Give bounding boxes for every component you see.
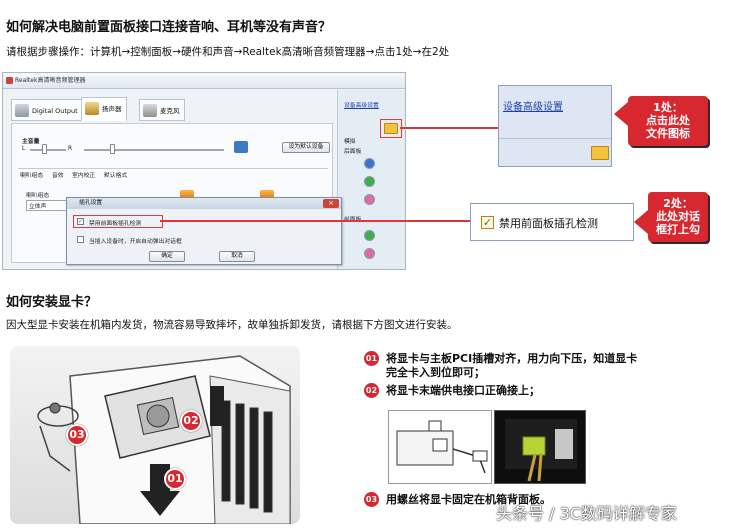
- jack-pink-icon[interactable]: [364, 194, 375, 205]
- microphone-icon: [143, 104, 157, 117]
- tab-microphone[interactable]: 麦克风: [139, 99, 185, 121]
- dialog-titlebar: 插孔设置: [67, 198, 341, 209]
- tag1-num: 1处：: [653, 101, 683, 114]
- balance-slider[interactable]: [42, 144, 47, 154]
- speaker-icon: [85, 102, 99, 115]
- dialog-title: 插孔设置: [79, 200, 103, 206]
- subtab-divider: [18, 168, 328, 169]
- step1-line2: 完全卡入到位即可；: [386, 366, 485, 379]
- tag-1: 1处： 点击此处 文件图标: [628, 96, 708, 146]
- step3-number: 03: [364, 492, 379, 507]
- callout2-label: 禁用前面板插孔检测: [499, 217, 598, 230]
- step2-number: 02: [364, 383, 379, 398]
- digital-output-icon: [15, 104, 29, 117]
- disable-front-jack-label: 禁用前面板插孔检测: [89, 221, 142, 227]
- front-jack-green-icon[interactable]: [364, 230, 375, 241]
- callout-2: ✓ 禁用前面板插孔检测: [470, 203, 634, 241]
- power-connector-diagram: [388, 410, 492, 484]
- folder-icon[interactable]: [384, 123, 398, 134]
- auto-popup-checkbox[interactable]: [77, 236, 84, 243]
- volume-track: [84, 149, 224, 151]
- step3-text: 用螺丝将显卡固定在机箱背面板。: [386, 493, 551, 506]
- volume-speaker-icon[interactable]: [234, 141, 248, 153]
- tag2-line1: 此处对话: [656, 210, 700, 223]
- disable-front-jack-checkbox[interactable]: ✓: [77, 218, 84, 225]
- subtab-room-correction[interactable]: 室内校正: [72, 173, 96, 179]
- badge-03: 03: [66, 424, 88, 446]
- main-volume-label: 主音量: [22, 139, 40, 145]
- analog-label: 模拟: [344, 139, 356, 145]
- tag2-line2: 框打上勾: [656, 223, 700, 236]
- tag1-line2: 文件图标: [646, 127, 690, 140]
- highlight-box-2: [73, 215, 163, 228]
- balance-track: [30, 149, 66, 151]
- speaker-config-label: 喇叭组态: [26, 193, 50, 199]
- pc-case-drawing: [37, 355, 291, 524]
- window-titlebar: Realtek高清晰音频管理器: [3, 73, 405, 89]
- highlight-box-1: [380, 119, 402, 138]
- callout1-folder-icon: [591, 146, 609, 160]
- tag2-num: 2处：: [663, 197, 693, 210]
- connector-drawing: [396, 420, 488, 474]
- tag2-arrow: [634, 210, 648, 234]
- balance-left-label: L: [22, 146, 26, 152]
- auto-popup-label: 当插入设备时，开启自动弹出对话框: [89, 239, 182, 245]
- badge-01: 01: [164, 468, 186, 490]
- balance-right-label: R: [68, 146, 73, 152]
- dialog-cancel-button[interactable]: 取消: [219, 251, 255, 262]
- power-connector-photo: [494, 410, 586, 484]
- step2-text: 将显卡末端供电接口正确接上；: [386, 384, 540, 397]
- tab-digital-output[interactable]: Digital Output: [11, 99, 83, 121]
- tag1-arrow: [614, 102, 628, 126]
- callout2-checkbox-icon: ✓: [481, 216, 494, 229]
- device-advanced-settings-link[interactable]: 设备高级设置: [344, 103, 379, 109]
- tag1-line1: 点击此处: [646, 114, 690, 127]
- callout1-link: 设备高级设置: [503, 102, 563, 113]
- subtab-effects[interactable]: 音效: [52, 173, 64, 179]
- speaker-config-select[interactable]: 立体声: [26, 200, 70, 211]
- step1-line1: 将显卡与主板PCI插槽对齐，用力向下压，知道显卡: [386, 352, 638, 365]
- tab-speaker[interactable]: 扬声器: [81, 97, 127, 121]
- window-title: Realtek高清晰音频管理器: [15, 77, 86, 84]
- step1-number: 01: [364, 351, 379, 366]
- rear-panel-label: 后面板: [344, 149, 362, 155]
- section1-steps: 请根据步骤操作：计算机→控制面板→硬件和声音→Realtek高清晰音频管理器→点…: [6, 46, 450, 58]
- connector-line-2: [160, 220, 470, 222]
- section2-desc: 因大型显卡安装在机箱内发货，物流容易导致摔坏，故单独拆卸发货，请根据下方图文进行…: [6, 319, 458, 331]
- volume-slider[interactable]: [110, 144, 115, 154]
- dialog-ok-button[interactable]: 确定: [149, 251, 185, 262]
- subtab-default-format[interactable]: 默认格式: [104, 173, 128, 179]
- connector-line-1: [400, 127, 498, 129]
- callout-1: 设备高级设置: [498, 85, 612, 167]
- realtek-app-icon: [6, 77, 13, 84]
- front-jack-pink-icon[interactable]: [364, 248, 375, 259]
- section1-title: 如何解决电脑前置面板接口连接音响、耳机等没有声音？: [6, 20, 332, 35]
- callout1-divider: [499, 138, 611, 139]
- set-default-device-button[interactable]: 设为默认设备: [282, 142, 330, 153]
- device-side-panel: 设备高级设置 模拟 后面板 前面板: [337, 90, 405, 269]
- tag-2: 2处： 此处对话 框打上勾: [648, 192, 708, 242]
- watermark: 头条号 / 3C数码详解专家: [496, 504, 677, 523]
- jack-settings-dialog: 插孔设置 × ✓ 禁用前面板插孔检测 当插入设备时，开启自动弹出对话框 确定 取…: [66, 197, 342, 265]
- subtab-speaker-config[interactable]: 喇叭组态: [20, 173, 44, 179]
- connector-photo-drawing: [505, 419, 577, 482]
- section2-title: 如何安装显卡？: [6, 295, 98, 310]
- jack-blue-icon[interactable]: [364, 158, 375, 169]
- badge-02: 02: [180, 410, 202, 432]
- install-illustration: 03 02 01: [10, 346, 300, 524]
- dialog-close-button[interactable]: ×: [323, 199, 339, 208]
- jack-green-icon[interactable]: [364, 176, 375, 187]
